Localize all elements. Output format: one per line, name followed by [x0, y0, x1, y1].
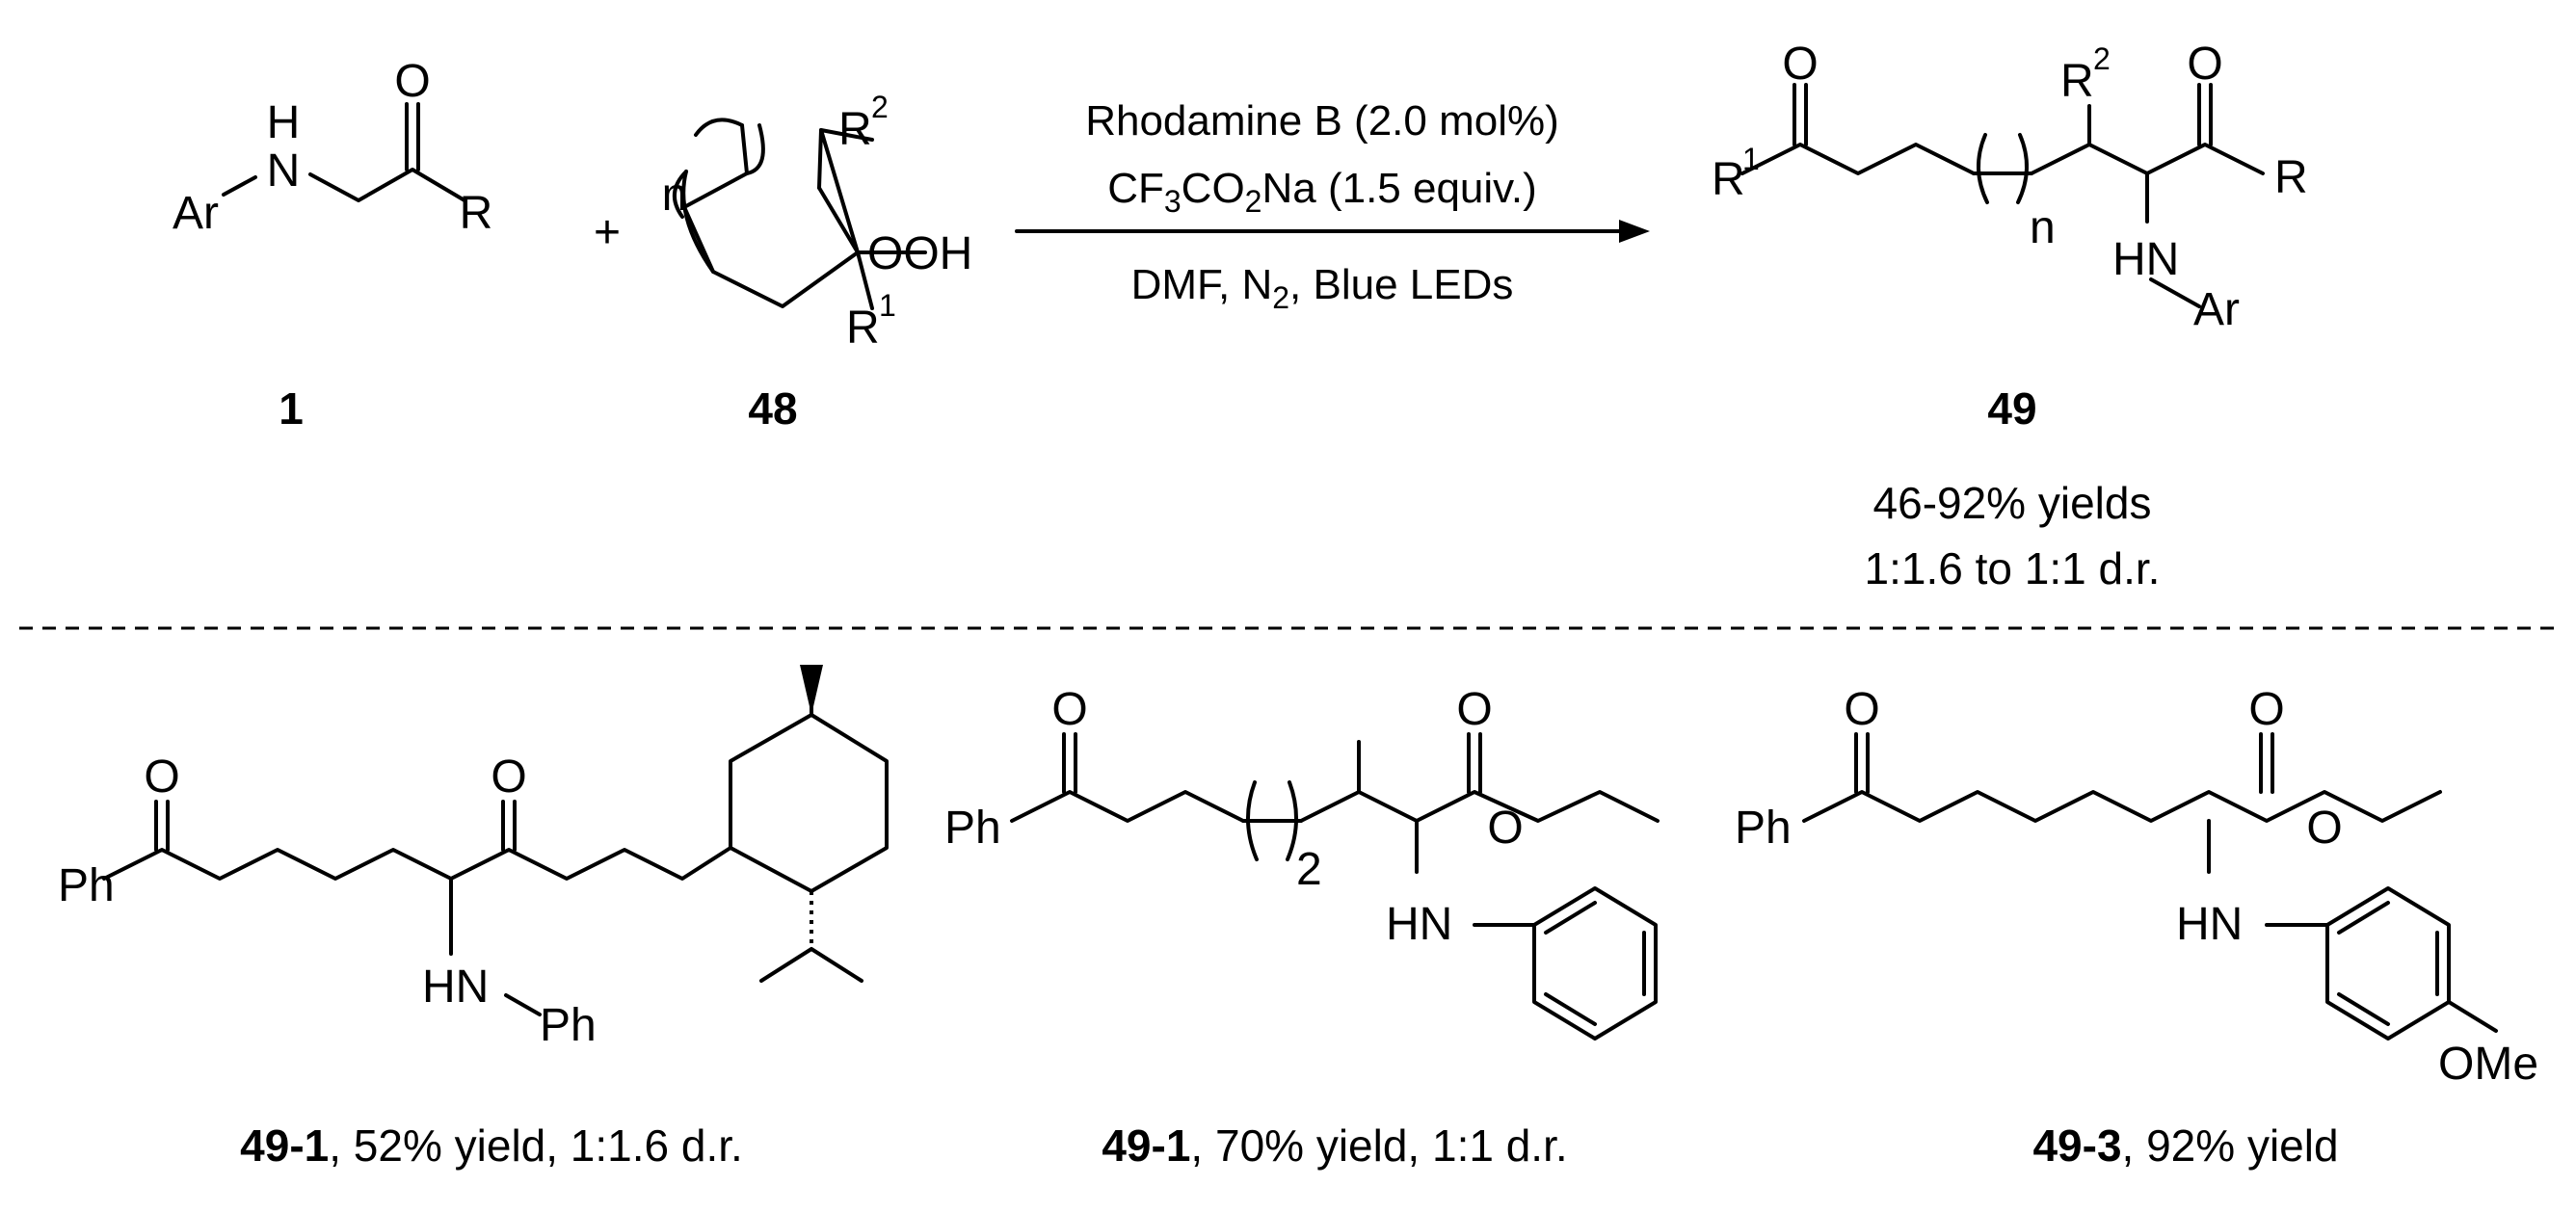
reactant-2-structure: n R 2 OOH R 1 — [662, 90, 973, 354]
example-3-structure: O O O Ph HN OMe — [1735, 684, 2538, 1090]
ex1-hn-label: HN — [422, 962, 489, 1013]
r2-r2-label: R — [838, 104, 872, 155]
ex2-o-left-label: O — [1051, 684, 1087, 735]
ex1-o-left-label: O — [144, 751, 179, 803]
ex3-ph-label: Ph — [1735, 803, 1792, 854]
product-structure: O O R 1 R 2 n R HN Ar — [1712, 39, 2308, 335]
ex1-ph-label: Ph — [58, 860, 115, 911]
ex1-o-right-label: O — [491, 751, 526, 803]
example-2-caption: 49-1, 70% yield, 1:1 d.r. — [1102, 1120, 1567, 1171]
ex1-ph-amine-label: Ph — [540, 1000, 597, 1051]
condition-additive: CF3CO2Na (1.5 equiv.) — [1107, 165, 1537, 219]
reaction-arrow — [1015, 220, 1650, 243]
r2-r1-superscript: 1 — [879, 288, 896, 323]
p-ar-label: Ar — [2193, 284, 2240, 335]
condition-catalyst: Rhodamine B (2.0 mol%) — [1085, 97, 1559, 145]
r2-ooh-label: OOH — [867, 228, 972, 279]
ex3-ome-label: OMe — [2438, 1039, 2538, 1090]
example-1-caption: 49-1, 52% yield, 1:1.6 d.r. — [240, 1120, 743, 1171]
r2-r1-label: R — [846, 303, 880, 354]
product-yield-range: 46-92% yields — [1873, 478, 2152, 528]
ex3-o-ester-label: O — [2306, 803, 2342, 854]
ex3-hn-label: HN — [2176, 899, 2243, 950]
p-o-left-label: O — [1782, 39, 1818, 90]
r1-o-label: O — [394, 56, 430, 107]
ex2-ph-label: Ph — [944, 803, 1001, 854]
r2-r2-superscript: 2 — [871, 90, 889, 124]
example-2-structure: O O O Ph HN 2 — [944, 684, 1660, 1041]
ex2-o-right-label: O — [1456, 684, 1492, 735]
r1-ar-label: Ar — [173, 188, 219, 239]
p-r2-superscript: 2 — [2093, 41, 2111, 76]
p-r1-superscript: 1 — [1742, 142, 1760, 176]
example-3-caption: 49-3, 92% yield — [2032, 1120, 2338, 1171]
p-r2-label: R — [2060, 56, 2094, 107]
p-r-label: R — [2274, 152, 2308, 203]
plus-sign: + — [594, 207, 621, 258]
ex2-hn-label: HN — [1386, 899, 1452, 950]
ex2-subscript-2: 2 — [1296, 844, 1322, 895]
reactant-1-structure: H N Ar O R — [173, 56, 492, 239]
p-r1-label: R — [1712, 154, 1745, 205]
r1-n-label: N — [267, 145, 301, 197]
example-1-structure: O O Ph HN Ph — [58, 665, 889, 1051]
p-hn-label: HN — [2112, 234, 2179, 285]
p-n-label: n — [2030, 202, 2056, 253]
r2-n-label: n — [662, 170, 688, 221]
condition-solvent-light: DMF, N2, Blue LEDs — [1131, 261, 1514, 315]
ex3-o-left-label: O — [1844, 684, 1879, 735]
compound-label-48: 48 — [748, 383, 797, 434]
p-o-right-label: O — [2187, 39, 2222, 90]
compound-label-49: 49 — [1987, 383, 2036, 434]
r1-h-label: H — [267, 97, 301, 148]
compound-label-1: 1 — [279, 383, 304, 434]
r1-r-label: R — [460, 188, 493, 239]
ex2-o-ester-label: O — [1487, 803, 1523, 854]
product-dr-range: 1:1.6 to 1:1 d.r. — [1865, 543, 2161, 593]
ex3-o-right-label: O — [2248, 684, 2284, 735]
